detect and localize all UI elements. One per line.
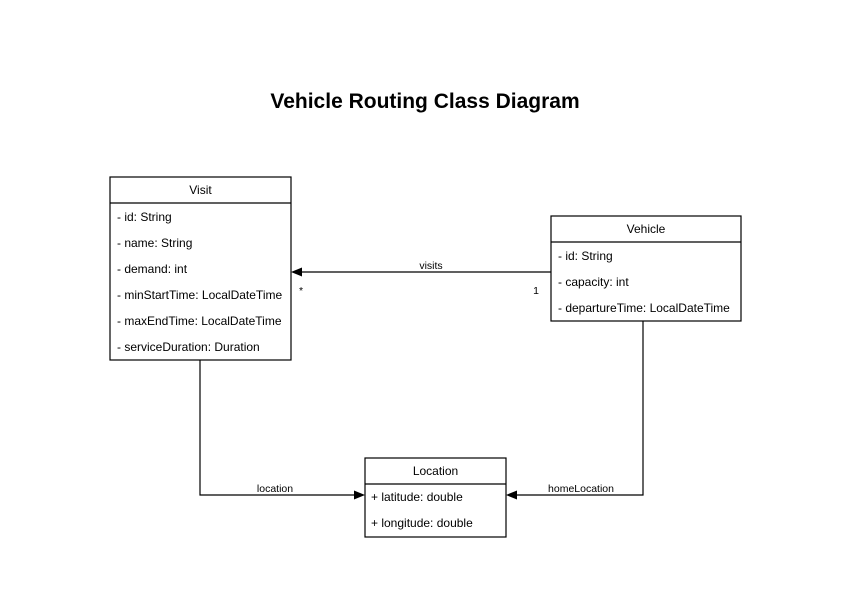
edge-location-line: [199, 360, 358, 496]
edge-visits-target-multiplicity: *: [299, 285, 303, 297]
edge-location: location: [199, 360, 365, 500]
edge-homelocation-arrowhead: [506, 490, 517, 500]
page-title: Vehicle Routing Class Diagram: [270, 90, 579, 113]
class-box-location[interactable]: Location + latitude: double + longitude:…: [364, 457, 507, 538]
class-visit-attribute: - name: String: [117, 236, 192, 250]
edge-visits-source-multiplicity: 1: [533, 285, 539, 297]
class-visit-attribute: - minStartTime: LocalDateTime: [117, 288, 282, 302]
class-vehicle-attribute: - capacity: int: [558, 275, 629, 289]
class-box-visit-outline: [109, 176, 292, 361]
class-name-location: Location: [413, 464, 458, 478]
edge-homelocation: homeLocation: [506, 321, 644, 500]
class-name-visit: Visit: [189, 183, 212, 197]
class-location-attribute: + longitude: double: [371, 516, 473, 530]
class-vehicle-attribute: - id: String: [558, 249, 613, 263]
class-visit-attribute: - id: String: [117, 210, 172, 224]
class-location-attribute: + latitude: double: [371, 490, 463, 504]
edge-visits: visits * 1: [291, 260, 551, 297]
edge-location-arrowhead: [354, 490, 365, 500]
edge-homelocation-line: [513, 321, 644, 496]
class-box-vehicle[interactable]: Vehicle - id: String - capacity: int - d…: [550, 215, 742, 322]
class-box-visit[interactable]: Visit - id: String - name: String - dema…: [109, 176, 292, 361]
class-vehicle-attribute: - departureTime: LocalDateTime: [558, 301, 730, 315]
class-box-vehicle-outline: [550, 215, 742, 322]
edge-location-label: location: [257, 483, 293, 495]
edge-visits-arrowhead: [291, 267, 302, 277]
edge-visits-label: visits: [419, 260, 442, 272]
class-visit-attribute: - serviceDuration: Duration: [117, 340, 260, 354]
class-visit-attribute: - maxEndTime: LocalDateTime: [117, 314, 282, 328]
class-name-vehicle: Vehicle: [627, 222, 666, 236]
class-visit-attribute: - demand: int: [117, 262, 188, 276]
class-box-location-outline: [364, 457, 507, 538]
edge-homelocation-label: homeLocation: [548, 483, 614, 495]
